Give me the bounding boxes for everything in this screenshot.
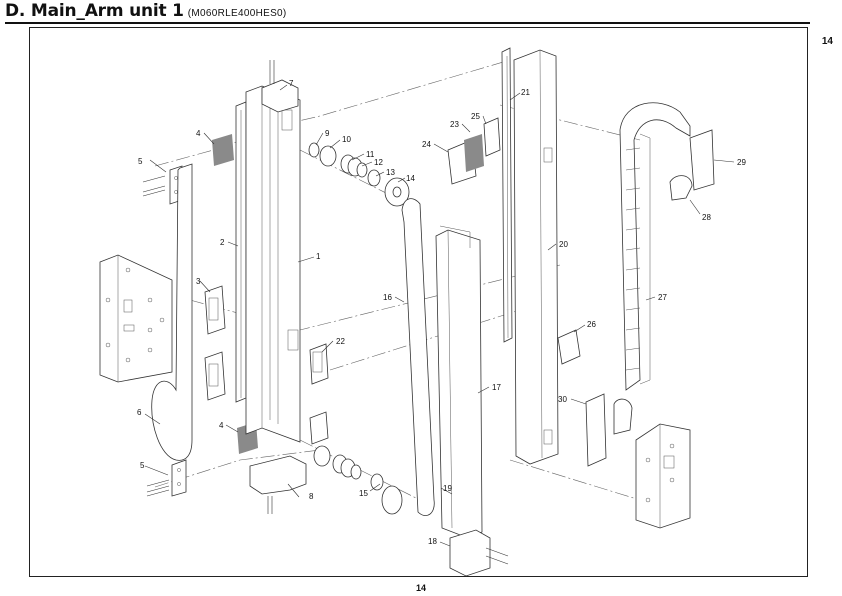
column-20 [513, 49, 559, 465]
right-base-plate [635, 423, 691, 529]
bracket-26 [557, 329, 581, 365]
callout-label: 17 [492, 383, 501, 392]
model-code: (M060RLE400HES0) [187, 8, 287, 19]
bolts-18 [485, 547, 509, 565]
callout-label: 25 [471, 112, 480, 121]
callout-label: 1 [316, 252, 321, 261]
page-number: 14 [415, 583, 426, 593]
callout-label: 9 [325, 129, 330, 138]
callout-label: 29 [737, 158, 746, 167]
callout-label: 13 [386, 168, 395, 177]
callout-label: 5 [140, 461, 145, 470]
callout-label: 7 [289, 79, 294, 88]
block-3 [204, 285, 226, 335]
callout-label: 5 [138, 157, 143, 166]
bracket-7 [261, 60, 299, 113]
block-22 [309, 343, 329, 385]
center-lines [154, 59, 641, 501]
cable-chain-27 [619, 102, 691, 391]
callout-label: 30 [558, 395, 567, 404]
page-tab: 14 [821, 36, 833, 47]
callout-label: 16 [383, 293, 392, 302]
callout-label: 10 [342, 135, 351, 144]
block-3-lower [204, 351, 226, 401]
page-title: D. Main_Arm unit 1(M060RLE400HES0) [5, 1, 287, 21]
shaft-stack-upper [308, 142, 410, 207]
left-base-plate [99, 254, 173, 383]
callout-label: 6 [137, 408, 142, 417]
callout-label: 14 [406, 174, 415, 183]
belt-16 [401, 198, 435, 516]
leader-lines [144, 84, 735, 547]
callout-label: 24 [422, 140, 431, 149]
main-column-1 [245, 85, 301, 443]
callout-label: 20 [559, 240, 568, 249]
bracket-30 [585, 393, 633, 467]
bracket-28 [669, 175, 693, 201]
callout-label: 8 [309, 492, 314, 501]
callout-label: 4 [219, 421, 224, 430]
bracket-5-lower [171, 459, 187, 497]
rail-2 [235, 101, 247, 403]
callout-label: 15 [359, 489, 368, 498]
carriage-23-25 [447, 117, 501, 185]
shaft-stack-lower [313, 445, 403, 515]
drawing-frame [29, 27, 808, 577]
callout-label: 26 [587, 320, 596, 329]
end-cap-18 [449, 529, 491, 577]
callout-label: 11 [366, 150, 375, 159]
arm-column-17 [435, 225, 483, 539]
bolts-5 [142, 175, 170, 497]
callout-label: 22 [336, 337, 345, 346]
title-text: D. Main_Arm unit 1 [5, 1, 184, 21]
callout-label: 23 [450, 120, 459, 129]
callout-label: 4 [196, 129, 201, 138]
block-22-lower [309, 411, 329, 445]
callout-label: 3 [196, 277, 201, 286]
callout-label: 21 [521, 88, 530, 97]
belt-6 [151, 163, 193, 461]
pad-4-upper [212, 134, 234, 166]
bracket-29 [689, 129, 715, 191]
callout-label: 28 [702, 213, 711, 222]
callout-label: 18 [428, 537, 437, 546]
title-rule [5, 22, 810, 24]
callout-label: 27 [658, 293, 667, 302]
rail-21 [501, 47, 513, 343]
callout-label: 12 [374, 158, 383, 167]
callout-label: 19 [443, 484, 452, 493]
plate-8 [249, 455, 307, 514]
callout-label: 2 [220, 238, 225, 247]
callout-labels: 1 2 3 4 4 5 5 6 7 8 9 10 11 12 13 14 15 … [137, 79, 746, 546]
